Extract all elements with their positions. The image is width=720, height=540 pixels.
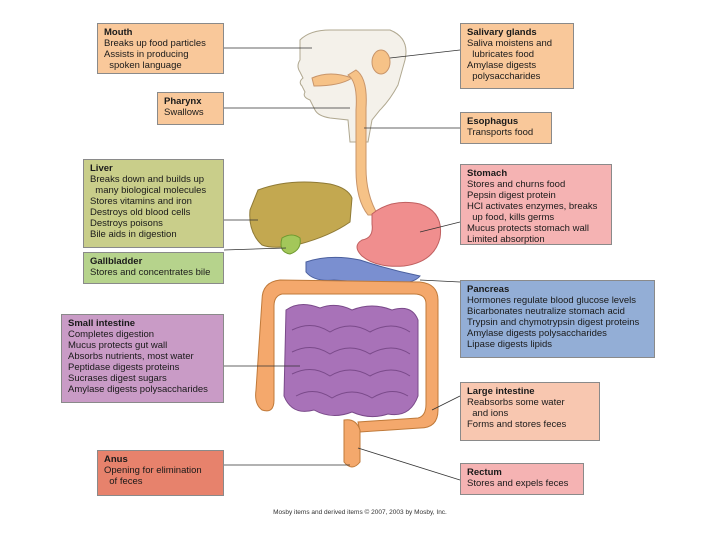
label-small-intestine-line: Completes digestion bbox=[68, 329, 155, 340]
label-small-intestine-line: Mucus protects gut wall bbox=[68, 340, 168, 351]
leader-large-intestine bbox=[431, 395, 461, 411]
large-intestine-organ bbox=[255, 279, 439, 433]
label-stomach: Stomach Stores and churns food Pepsin di… bbox=[460, 164, 612, 245]
label-liver-line: Destroys poisons bbox=[90, 218, 163, 229]
label-liver-line: Bile aids in digestion bbox=[90, 229, 177, 240]
label-stomach-line: Mucus protects stomach wall bbox=[467, 223, 589, 234]
label-mouth-line: Assists in producing bbox=[104, 49, 189, 60]
leader-gallbladder bbox=[223, 247, 287, 251]
label-esophagus-title: Esophagus bbox=[467, 116, 519, 127]
label-pancreas-line: Trypsin and chymotrypsin digest proteins bbox=[467, 317, 640, 328]
small-intestine-organ bbox=[283, 304, 419, 418]
label-salivary-glands-title: Salivary glands bbox=[467, 27, 537, 38]
label-liver-line: Stores vitamins and iron bbox=[90, 196, 192, 207]
label-mouth-line: spoken language bbox=[104, 60, 182, 71]
label-gallbladder: Gallbladder Stores and concentrates bile bbox=[83, 252, 224, 284]
label-liver-title: Liver bbox=[90, 163, 113, 174]
label-mouth-title: Mouth bbox=[104, 27, 133, 38]
label-pancreas-title: Pancreas bbox=[467, 284, 510, 295]
label-stomach-line: HCl activates enzymes, breaks bbox=[467, 201, 598, 212]
label-esophagus: Esophagus Transports food bbox=[460, 112, 552, 144]
label-rectum: Rectum Stores and expels feces bbox=[460, 463, 584, 495]
label-pancreas: Pancreas Hormones regulate blood glucose… bbox=[460, 280, 655, 358]
salivary-gland bbox=[371, 49, 391, 75]
label-stomach-line: Pepsin digest protein bbox=[467, 190, 556, 201]
label-gallbladder-line: Stores and concentrates bile bbox=[90, 267, 211, 278]
label-pancreas-line: Hormones regulate blood glucose levels bbox=[467, 295, 636, 306]
label-anus: Anus Opening for elimination of feces bbox=[97, 450, 224, 496]
liver bbox=[249, 181, 353, 248]
label-pancreas-line: Amylase digests polysaccharides bbox=[467, 328, 607, 339]
label-anus-line: of feces bbox=[104, 476, 143, 487]
label-small-intestine-line: Sucrases digest sugars bbox=[68, 373, 167, 384]
label-rectum-title: Rectum bbox=[467, 467, 502, 478]
label-salivary-glands-line: Saliva moistens and bbox=[467, 38, 553, 49]
label-pancreas-line: Bicarbonates neutralize stomach acid bbox=[467, 306, 625, 317]
label-mouth-line: Breaks up food particles bbox=[104, 38, 206, 49]
leader-rectum bbox=[357, 447, 461, 481]
label-small-intestine-line: Absorbs nutrients, most water bbox=[68, 351, 194, 362]
label-liver-line: Destroys old blood cells bbox=[90, 207, 191, 218]
small-intestine-loops bbox=[291, 325, 411, 399]
label-salivary-glands-line: Amylase digests bbox=[467, 60, 537, 71]
leader-stomach bbox=[419, 221, 461, 233]
label-large-intestine-title: Large intestine bbox=[467, 386, 535, 397]
label-small-intestine: Small intestine Completes digestion Mucu… bbox=[61, 314, 224, 403]
label-liver: Liver Breaks down and builds up many bio… bbox=[83, 159, 224, 248]
label-large-intestine-line: and ions bbox=[467, 408, 509, 419]
label-large-intestine: Large intestine Reabsorbs some water and… bbox=[460, 382, 600, 441]
label-stomach-title: Stomach bbox=[467, 168, 508, 179]
label-pharynx-line: Swallows bbox=[164, 107, 204, 118]
label-pharynx-title: Pharynx bbox=[164, 96, 202, 107]
label-anus-line: Opening for elimination bbox=[104, 465, 202, 476]
label-salivary-glands-line: polysaccharides bbox=[467, 71, 541, 82]
leader-salivary bbox=[389, 49, 461, 59]
rectum-organ bbox=[343, 419, 361, 468]
label-esophagus-line: Transports food bbox=[467, 127, 534, 138]
label-liver-line: many biological molecules bbox=[90, 185, 207, 196]
label-liver-line: Breaks down and builds up bbox=[90, 174, 205, 185]
label-stomach-line: Limited absorption bbox=[467, 234, 545, 245]
label-small-intestine-line: Amylase digests polysaccharides bbox=[68, 384, 208, 395]
label-small-intestine-line: Peptidase digests proteins bbox=[68, 362, 180, 373]
label-stomach-line: up food, kills germs bbox=[467, 212, 555, 223]
label-salivary-glands: Salivary glands Saliva moistens and lubr… bbox=[460, 23, 574, 89]
label-pancreas-line: Lipase digests lipids bbox=[467, 339, 553, 350]
stomach-organ bbox=[356, 201, 442, 267]
label-pharynx: Pharynx Swallows bbox=[157, 92, 224, 125]
label-large-intestine-line: Reabsorbs some water bbox=[467, 397, 565, 408]
leader-pancreas bbox=[419, 279, 461, 283]
label-rectum-line: Stores and expels feces bbox=[467, 478, 569, 489]
leader-lines bbox=[208, 47, 461, 481]
label-anus-title: Anus bbox=[104, 454, 128, 465]
label-small-intestine-title: Small intestine bbox=[68, 318, 136, 329]
label-gallbladder-title: Gallbladder bbox=[90, 256, 143, 267]
copyright-caption: Mosby items and derived items © 2007, 20… bbox=[273, 509, 447, 516]
label-mouth: Mouth Breaks up food particles Assists i… bbox=[97, 23, 224, 74]
label-stomach-line: Stores and churns food bbox=[467, 179, 566, 190]
label-salivary-glands-line: lubricates food bbox=[467, 49, 535, 60]
label-large-intestine-line: Forms and stores feces bbox=[467, 419, 567, 430]
gallbladder-organ bbox=[280, 234, 301, 255]
